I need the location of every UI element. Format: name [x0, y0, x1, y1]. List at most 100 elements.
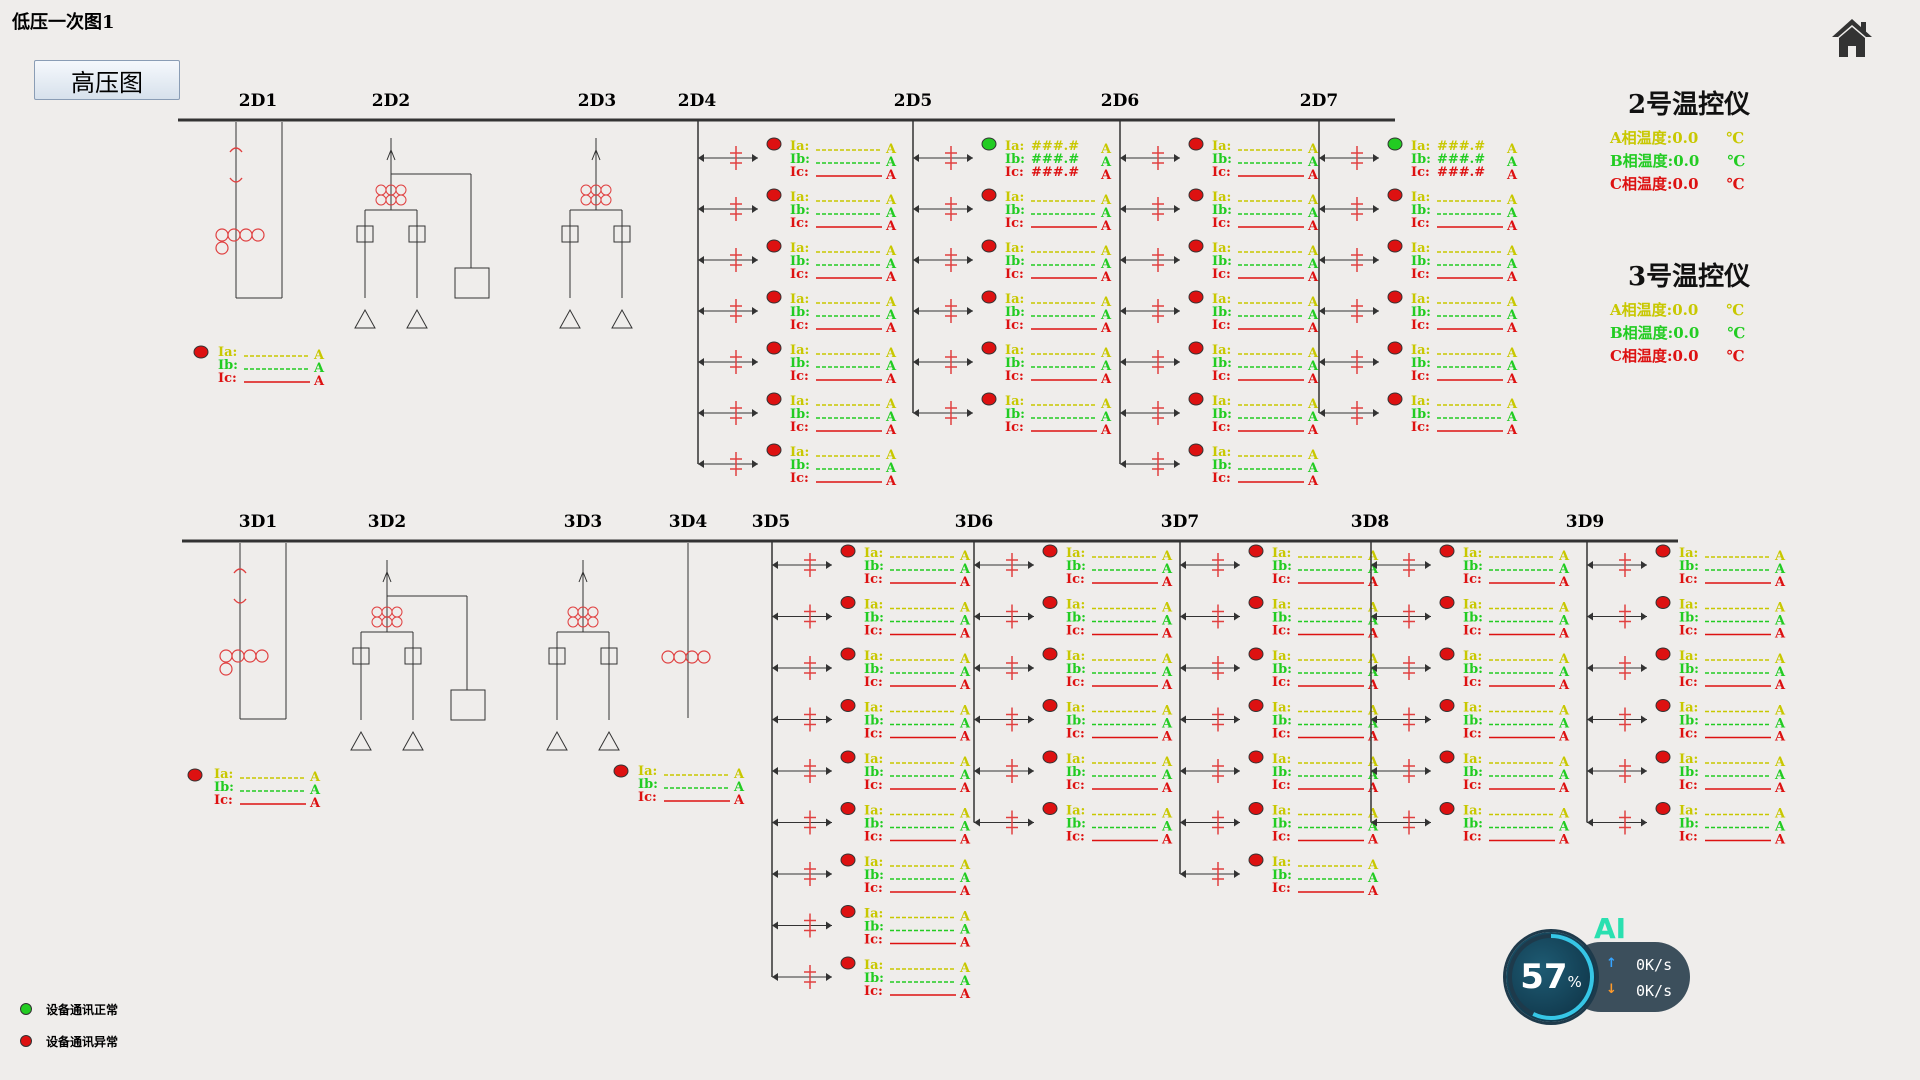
- feeder-4-5-meter-ia-label: Ia:: [864, 804, 883, 819]
- feeder-4-0-meter-unit: A: [959, 549, 971, 564]
- feeder-1-4-meter-ia-label: Ia:: [1005, 343, 1024, 358]
- feeder-4-5-meter-ib-label: Ib:: [864, 817, 884, 832]
- legend-item-ok: 设备通讯正常: [20, 993, 118, 1025]
- feeder-0-4-meter-ib-label: Ib:: [790, 356, 810, 371]
- feeder-3-4-meter: Ia:AIb:AIc:A: [1411, 343, 1518, 387]
- feeder-2-0-meter-ia-label: Ia:: [1212, 139, 1231, 154]
- feeder-3-4-meter-ia-label: Ia:: [1411, 343, 1430, 358]
- feeder-6-2-meter-ic-label: Ic:: [1272, 675, 1291, 690]
- feeder-7-0-meter-ia-label: Ia:: [1463, 546, 1482, 561]
- feeder-7-0-status-dot: [1439, 544, 1455, 558]
- feeder-2-1-status-dot: [1188, 188, 1204, 202]
- feeder-5-5-meter-unit: A: [1161, 820, 1173, 835]
- feeder-2-6-meter-ia-label: Ia:: [1212, 445, 1231, 460]
- feeder-2-4-meter-ia-label: Ia:: [1212, 343, 1231, 358]
- bus-label-3D8: 3D8: [1351, 512, 1389, 532]
- feeder-8-1-meter-ib-label: Ib:: [1679, 611, 1699, 626]
- feeder-2-2-meter-ia-label: Ia:: [1212, 241, 1231, 256]
- bus-label-2D4: 2D4: [678, 91, 717, 111]
- upload-speed: 0K/s: [1636, 956, 1673, 974]
- feeder-7-5-meter-ic-label: Ic:: [1463, 830, 1482, 845]
- feeder-7-1-meter-ic-label: Ic:: [1463, 624, 1482, 639]
- high-voltage-diagram-button[interactable]: 高压图: [34, 60, 180, 100]
- feeder-1-2-meter-ia-label: Ia:: [1005, 241, 1024, 256]
- feeder-4-6-status-dot: [840, 853, 856, 867]
- feeder-0-5-meter-ia-label: Ia:: [790, 394, 809, 409]
- feeder-1-1-meter-unit: A: [1100, 206, 1112, 221]
- feeder-7-5-meter-unit: A: [1558, 833, 1570, 848]
- incomer-3d1-status-dot: [187, 768, 203, 782]
- feeder-6-1-meter-ib-label: Ib:: [1272, 611, 1292, 626]
- feeder-5-0-meter-unit: A: [1161, 562, 1173, 577]
- feeder-3-5-status-dot: [1387, 392, 1403, 406]
- feeder-6-2-meter-ib-label: Ib:: [1272, 662, 1292, 677]
- feeder-1-2-meter-unit: A: [1100, 257, 1112, 272]
- feeder-4-8-meter-unit: A: [959, 974, 971, 989]
- ai-network-widget[interactable]: AI 57% ↑ 0K/s ↓ 0K/s: [1506, 912, 1690, 1024]
- feeder-2-4-status-dot: [1188, 341, 1204, 355]
- feeder-4-0-meter-ic-label: Ic:: [864, 572, 883, 587]
- feeder-0-6-status-dot: [766, 443, 782, 457]
- feeder-3-0: [1319, 146, 1379, 170]
- feeder-3-5-meter-unit: A: [1506, 423, 1518, 438]
- feeder-1-5-meter-ic-label: Ic:: [1005, 420, 1024, 435]
- feeder-8-2-meter-ic-label: Ic:: [1679, 675, 1698, 690]
- incomer-3d1-meter: Ia:AIb:AIc:A: [214, 767, 321, 811]
- feeder-0-2-meter-unit: A: [885, 270, 897, 285]
- feeder-8-5-meter-unit: A: [1774, 807, 1786, 822]
- bus-label-3D1: 3D1: [239, 512, 277, 532]
- feeder-7-4-meter-unit: A: [1558, 781, 1570, 796]
- feeder-0-2-meter-unit: A: [885, 244, 897, 259]
- feeder-6-3-meter: Ia:AIb:AIc:A: [1272, 701, 1379, 745]
- feeder-0-0-meter-unit: A: [885, 142, 897, 157]
- feeder-5-5-meter-unit: A: [1161, 807, 1173, 822]
- feeder-6-4: [1180, 759, 1240, 783]
- capacitor-bay-3d2: [350, 560, 486, 751]
- feeder-0-4-status-dot: [766, 341, 782, 355]
- feeder-3-3-meter-unit: A: [1506, 308, 1518, 323]
- feeder-6-3-meter-ia-label: Ia:: [1272, 701, 1291, 716]
- feeder-0-0-status-dot: [766, 137, 782, 151]
- feeder-5-5-meter-unit: A: [1161, 833, 1173, 848]
- feeder-8-3-meter-ia-label: Ia:: [1679, 701, 1698, 716]
- feeder-6-5-meter-unit: A: [1367, 807, 1379, 822]
- feeder-3-3-meter: Ia:AIb:AIc:A: [1411, 292, 1518, 336]
- usage-percent: 57%: [1506, 932, 1596, 1022]
- feeder-4-1-meter-ib-label: Ib:: [864, 611, 884, 626]
- home-icon[interactable]: [1830, 16, 1874, 60]
- feeder-1-0-meter-value: ###.#: [1031, 165, 1079, 180]
- feeder-2-1: [1120, 197, 1180, 221]
- feeder-4-0: [772, 553, 832, 577]
- feeder-6-2-meter-ia-label: Ia:: [1272, 649, 1291, 664]
- incomer-2d1-meter-ic-label: Ic:: [218, 371, 237, 386]
- feeder-6-0: [1180, 553, 1240, 577]
- feeder-3-1-meter-ib-label: Ib:: [1411, 203, 1431, 218]
- feeder-8-4-meter-ia-label: Ia:: [1679, 752, 1698, 767]
- feeder-1-2-meter-unit: A: [1100, 244, 1112, 259]
- feeder-8-2-status-dot: [1655, 647, 1671, 661]
- feeder-0-0-meter-ic-label: Ic:: [790, 165, 809, 180]
- feeder-1-0-meter-ic-label: Ic:: [1005, 165, 1024, 180]
- feeder-6-2-meter: Ia:AIb:AIc:A: [1272, 649, 1379, 693]
- temp3-c-label: C相温度:: [1610, 347, 1673, 365]
- feeder-1-1-meter-ib-label: Ib:: [1005, 203, 1025, 218]
- feeder-4-3-meter-ib-label: Ib:: [864, 714, 884, 729]
- feeder-4-3-meter-unit: A: [959, 730, 971, 745]
- feeder-6-2: [1180, 656, 1240, 680]
- feeder-7-2-meter-ic-label: Ic:: [1463, 675, 1482, 690]
- feeder-0-5-meter: Ia:AIb:AIc:A: [790, 394, 897, 438]
- feeder-6-3-meter-ib-label: Ib:: [1272, 714, 1292, 729]
- bus-label-3D3: 3D3: [564, 512, 602, 532]
- feeder-5-1: [974, 604, 1034, 629]
- temp-controller-2-title: 2号温控仪: [1628, 90, 1751, 120]
- feeder-3-3-status-dot: [1387, 290, 1403, 304]
- feeder-6-1-meter-unit: A: [1367, 601, 1379, 616]
- bay-3d4-meter-ia-label: Ia:: [638, 764, 657, 779]
- feeder-0-5-status-dot: [766, 392, 782, 406]
- feeder-2-3-meter-ia-label: Ia:: [1212, 292, 1231, 307]
- feeder-5-4-meter-ia-label: Ia:: [1066, 752, 1085, 767]
- feeder-8-3-meter-unit: A: [1774, 730, 1786, 745]
- temp3-a-label: A相温度:: [1610, 301, 1673, 319]
- feeder-6-0-meter-ia-label: Ia:: [1272, 546, 1291, 561]
- feeder-5-2-meter-unit: A: [1161, 665, 1173, 680]
